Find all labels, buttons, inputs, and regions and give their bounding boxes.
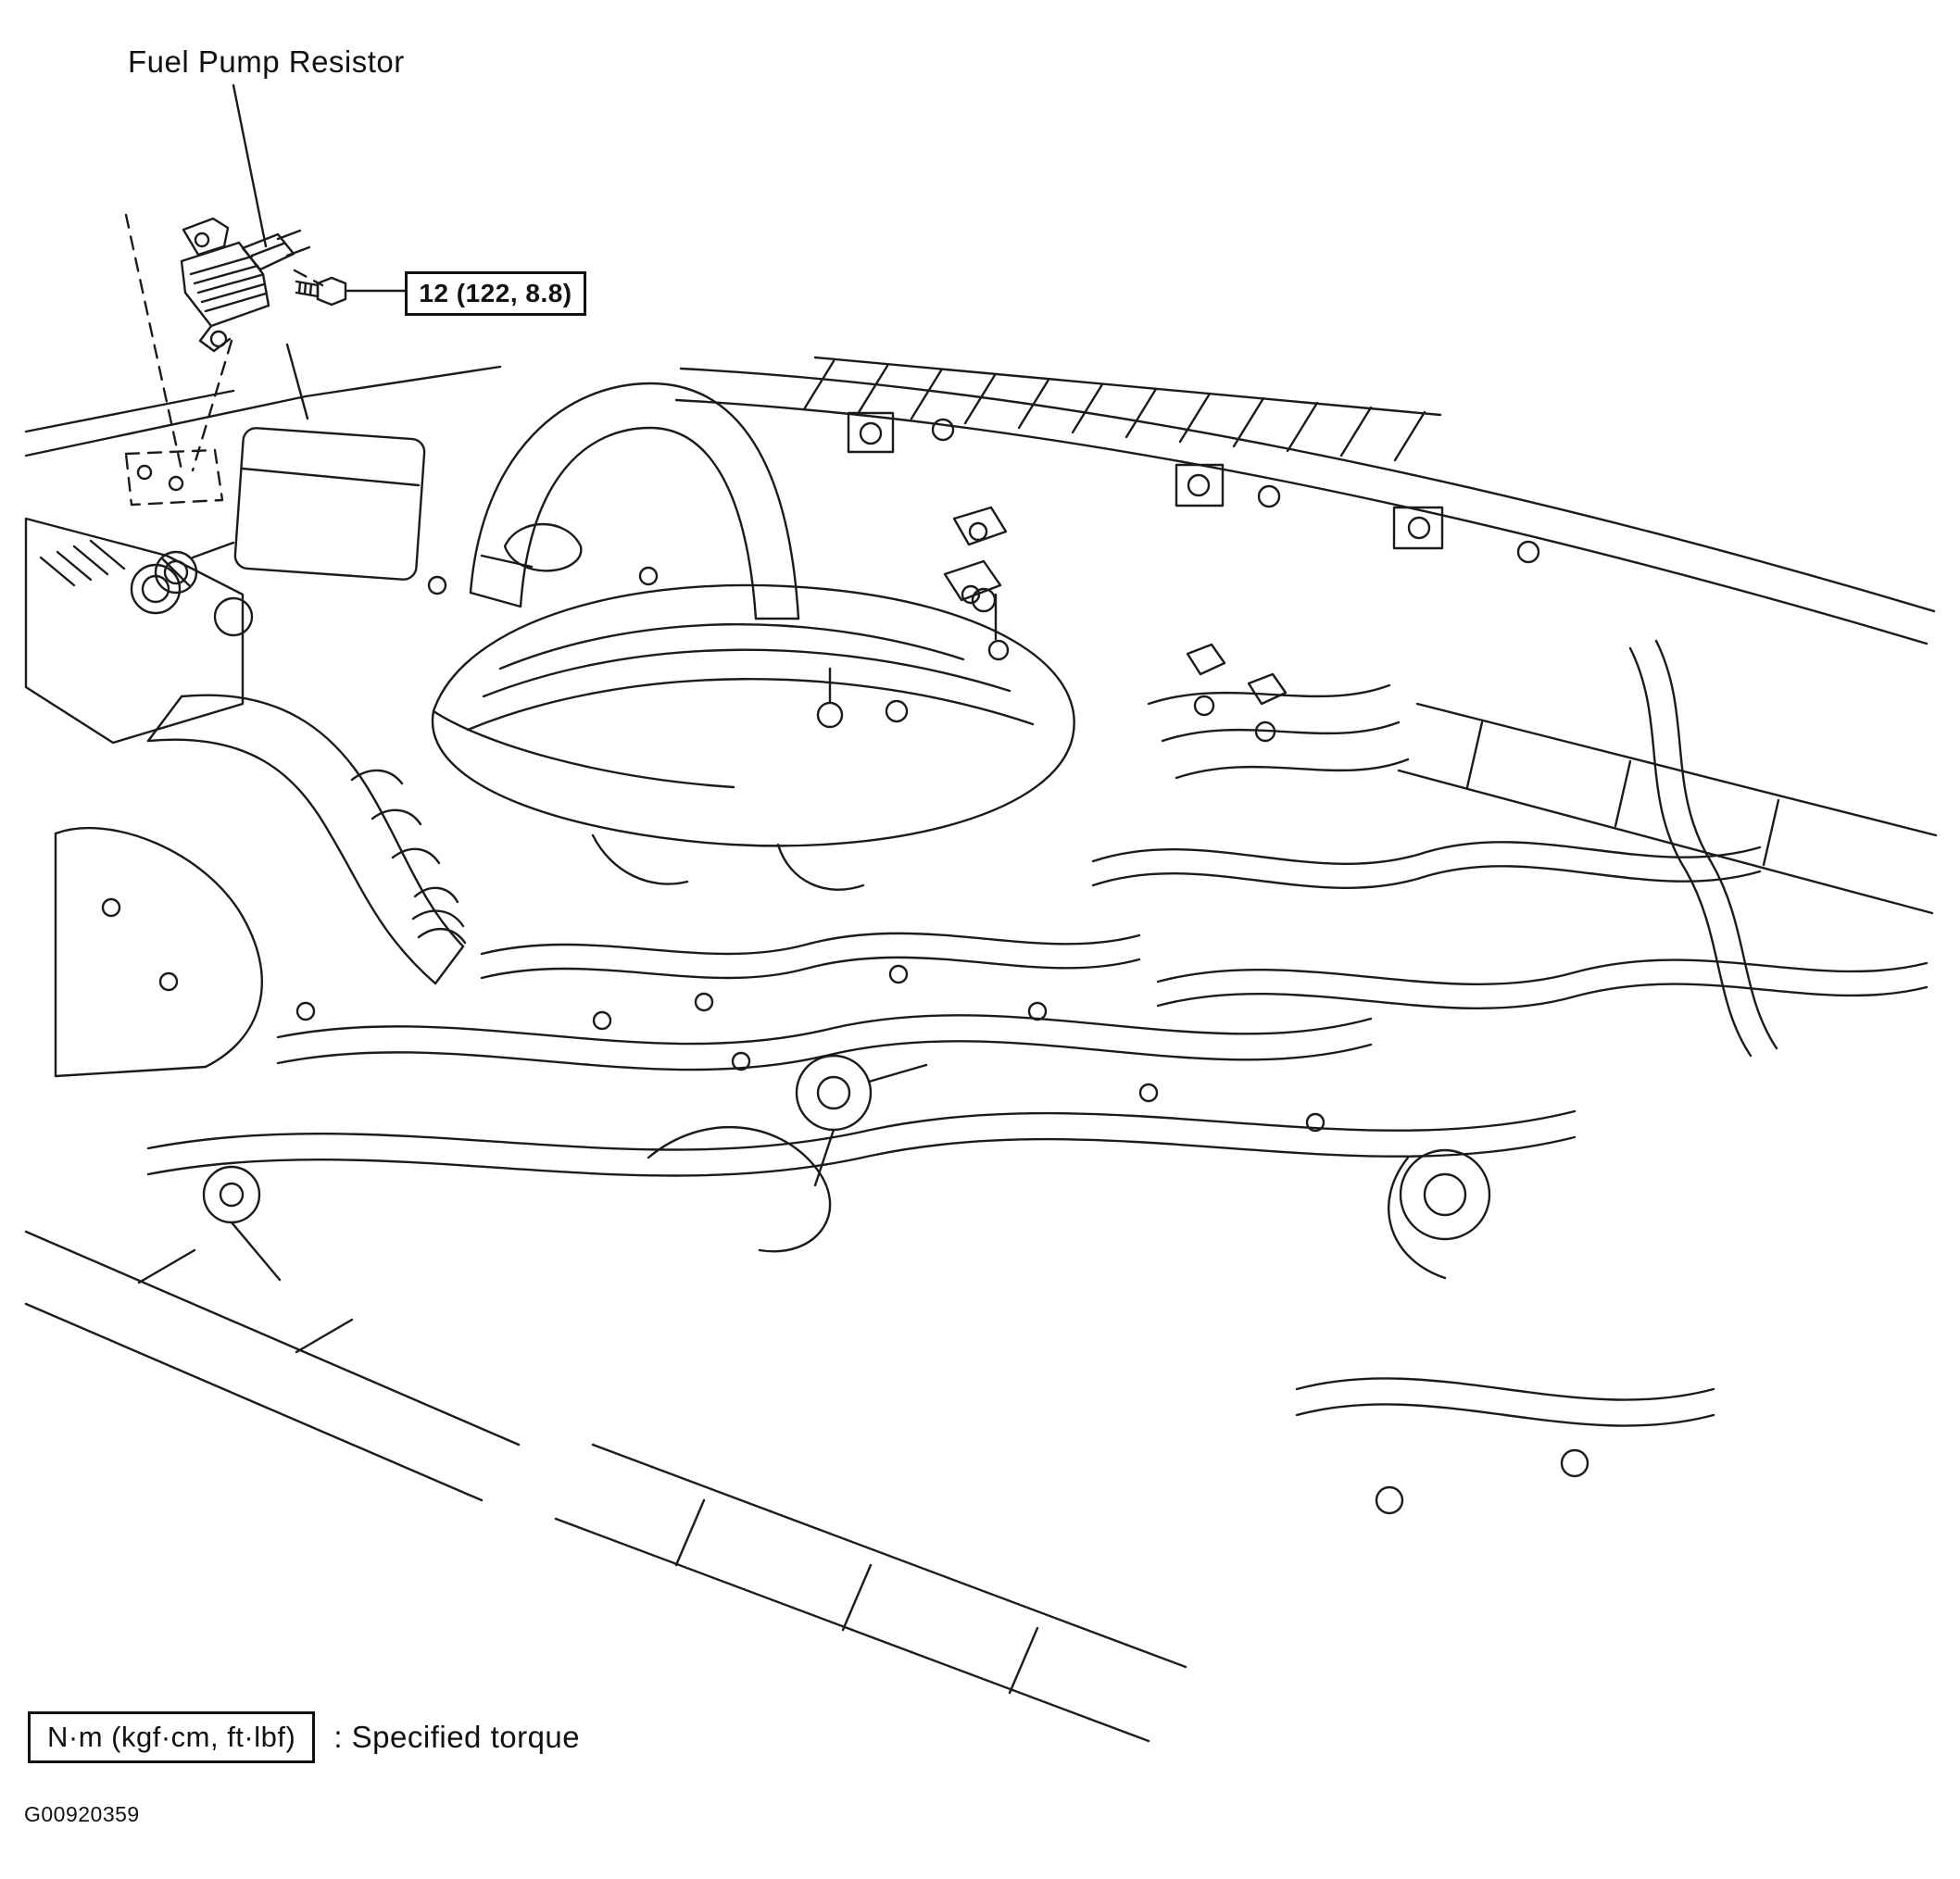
radiator-hose-arch [469,382,800,620]
intake-plenum [431,559,1075,891]
air-intake-tube [146,694,467,985]
right-engine-block [1295,702,1938,1515]
misc-bolts [295,566,1326,1133]
lower-center-components [202,1054,928,1282]
bolt-drawing [295,276,407,307]
left-engine-block [24,517,254,745]
firewall-bolts [847,411,1540,564]
coolant-reservoir [154,427,426,595]
torque-value: 12 (122, 8.8) [419,279,572,307]
ignition-harness [1147,643,1410,780]
mount-holes [136,464,184,492]
hood-edge [24,343,502,457]
legend: N·m (kgf·cm, ft·lbf) : Specified torque [28,1711,580,1763]
legend-description: : Specified torque [333,1720,581,1754]
fuel-pump-resistor-label: Fuel Pump Resistor [128,44,405,79]
hose-runs [146,639,1929,1253]
frame-rails [24,1230,1187,1743]
air-cleaner-housing [54,826,263,1078]
torque-spec-box: 12 (122, 8.8) [405,271,586,316]
dashed-guide-lines [124,213,324,507]
label-leader-line [232,83,268,248]
legend-units: N·m (kgf·cm, ft·lbf) [47,1721,296,1753]
fuel-pump-resistor-drawing [180,217,311,353]
legend-units-box: N·m (kgf·cm, ft·lbf) [28,1711,316,1763]
figure-id: G00920359 [24,1802,140,1826]
cowl-panel [674,356,1936,645]
